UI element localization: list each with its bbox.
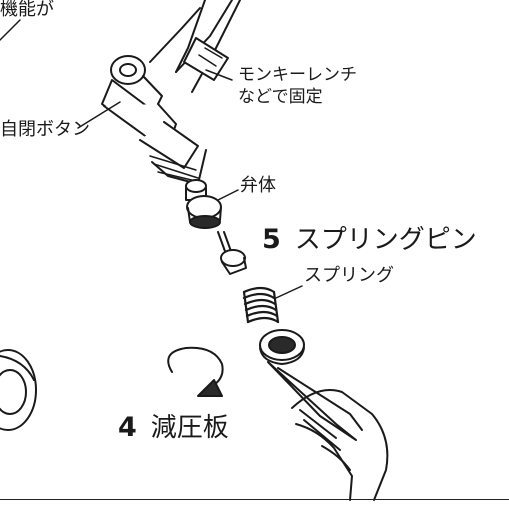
valve-assembly-icon	[101, 55, 305, 365]
spring-pin-label: 5 スプリングピン	[262, 224, 477, 256]
valve-body-label: 弁体	[240, 175, 276, 196]
partial-cap-icon	[0, 349, 37, 431]
spring-pin-number: 5	[262, 224, 281, 255]
self-close-button-label: 自閉ボタン	[0, 119, 90, 140]
rotate-arrow-icon	[167, 346, 224, 397]
top-left-fragment: 機能が	[0, 0, 54, 20]
pressure-plate-number: 4	[118, 412, 137, 443]
spring-pin-text: スプリングピン	[294, 225, 477, 255]
wrench-label-line1: モンキーレンチ	[238, 65, 357, 85]
leader-top-left	[0, 19, 21, 41]
wrench-icon	[149, 0, 241, 93]
leader-valve-body	[217, 189, 239, 201]
pressure-plate-text: 減圧板	[150, 413, 229, 443]
leader-spring	[275, 285, 303, 299]
wrench-label-line2: などで固定	[238, 87, 323, 107]
pressure-plate-label: 4 減圧板	[118, 412, 229, 444]
leader-button	[77, 101, 121, 129]
spring-label: スプリング	[304, 265, 394, 286]
bottom-divider	[0, 499, 509, 500]
hand-tweezers-icon	[267, 361, 389, 501]
leader-wrench	[205, 69, 233, 81]
